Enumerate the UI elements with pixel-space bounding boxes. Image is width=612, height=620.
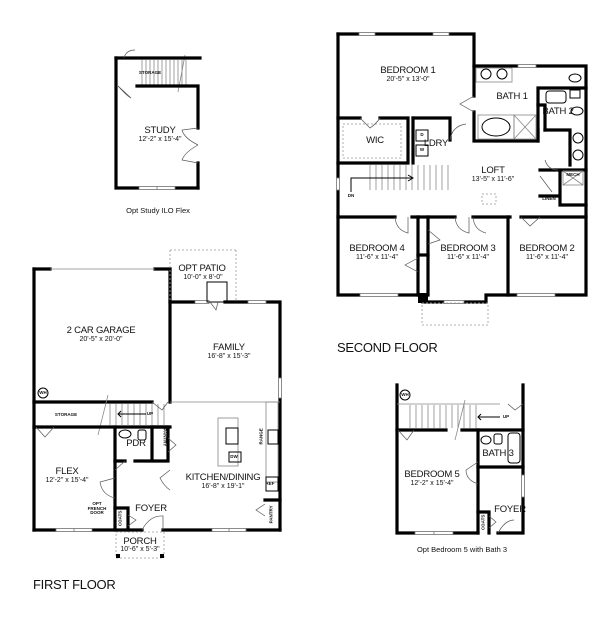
bedroom5-up-label: UP bbox=[502, 414, 510, 419]
room-bedroom5-name: BEDROOM 5 bbox=[404, 469, 460, 480]
coats-label: COATS bbox=[117, 510, 123, 527]
bedroom5-wh-label: WH bbox=[401, 392, 409, 397]
room-garage-name: 2 CAR GARAGE bbox=[66, 325, 136, 336]
room-family-name: FAMILY bbox=[213, 342, 245, 353]
room-bedroom4-dims: 11'-6" x 11'-4" bbox=[355, 254, 399, 261]
room-opt-patio-dims: 10'-0" x 8'-0" bbox=[183, 274, 223, 281]
stairs-up-label: UP bbox=[146, 411, 154, 416]
room-opt-patio-name: OPT PATIO bbox=[178, 263, 226, 274]
room-porch-name: PORCH bbox=[123, 536, 157, 547]
linen-label: LINEN bbox=[542, 196, 556, 201]
room-bedroom2-name: BEDROOM 2 bbox=[519, 243, 575, 254]
room-family-dims: 16'-8" x 15'-3" bbox=[207, 353, 251, 360]
second-floor-title: SECOND FLOOR bbox=[337, 340, 438, 355]
room-bath2-name: BATH 2 bbox=[542, 106, 574, 117]
room-pdr-name: PDR bbox=[126, 438, 146, 449]
second-floor-plan bbox=[336, 32, 588, 326]
bedroom5-option-caption: Opt Bedroom 5 with Bath 3 bbox=[416, 545, 508, 554]
room-bedroom3-name: BEDROOM 3 bbox=[440, 243, 496, 254]
bedroom5-coats-label: COATS bbox=[480, 514, 486, 531]
range-label: RANGE bbox=[258, 428, 264, 445]
room-bath3-name: BATH 3 bbox=[482, 448, 514, 459]
dishwasher-label: DW bbox=[230, 454, 238, 459]
first-floor-plan bbox=[32, 249, 282, 559]
pantry-label-1: PANTRY bbox=[162, 428, 168, 447]
opt-french-door-label: OPT FRENCH DOOR bbox=[87, 501, 107, 516]
room-bedroom5-foyer-name: FOYER bbox=[494, 504, 526, 515]
study-option-plan bbox=[114, 49, 202, 190]
room-wic-name: WIC bbox=[366, 135, 384, 146]
bedroom5-option-plan bbox=[395, 383, 525, 535]
room-loft-name: LOFT bbox=[481, 165, 505, 176]
room-bedroom2-dims: 11'-6" x 11'-4" bbox=[525, 254, 569, 261]
stairs-down-label: DN bbox=[347, 193, 355, 198]
room-study-name: STUDY bbox=[144, 125, 176, 136]
mech-label: MECH bbox=[566, 172, 580, 177]
room-loft-dims: 13'-5" x 11'-6" bbox=[471, 176, 515, 183]
room-bedroom3-dims: 11'-6" x 11'-4" bbox=[446, 254, 490, 261]
room-bedroom1-dims: 20'-5" x 13'-0" bbox=[386, 76, 430, 83]
room-flex-dims: 12'-2" x 15'-4" bbox=[45, 477, 89, 484]
pantry-label-2: PANTRY bbox=[268, 505, 274, 524]
room-study-dims: 12'-2" x 15'-4" bbox=[138, 136, 182, 143]
room-garage-dims: 20'-5" x 20'-0" bbox=[79, 336, 123, 343]
storage-label: STORAGE bbox=[54, 412, 78, 417]
room-porch-dims: 10'-6" x 5'-3" bbox=[120, 546, 160, 553]
water-heater-label: WH bbox=[39, 390, 47, 395]
dryer-label: D bbox=[420, 132, 424, 137]
washer-label: W bbox=[419, 147, 425, 152]
first-floor-title: FIRST FLOOR bbox=[33, 577, 116, 592]
room-bath1-name: BATH 1 bbox=[496, 91, 528, 102]
room-kitchen-dining-name: KITCHEN/DINING bbox=[185, 472, 261, 483]
room-flex-name: FLEX bbox=[55, 466, 79, 477]
room-bedroom5-dims: 12'-2" x 15'-4" bbox=[410, 480, 454, 487]
room-ldry-name: LDRY bbox=[423, 138, 449, 149]
room-foyer-name: FOYER bbox=[135, 503, 167, 514]
study-option-caption: Opt Study ILO Flex bbox=[126, 206, 190, 215]
room-kitchen-dining-dims: 16'-8" x 19'-1" bbox=[201, 483, 245, 490]
room-bedroom1-name: BEDROOM 1 bbox=[380, 65, 436, 76]
room-bedroom4-name: BEDROOM 4 bbox=[349, 243, 405, 254]
refrigerator-label: REF bbox=[265, 481, 275, 486]
study-storage-label: STORAGE bbox=[138, 70, 162, 75]
